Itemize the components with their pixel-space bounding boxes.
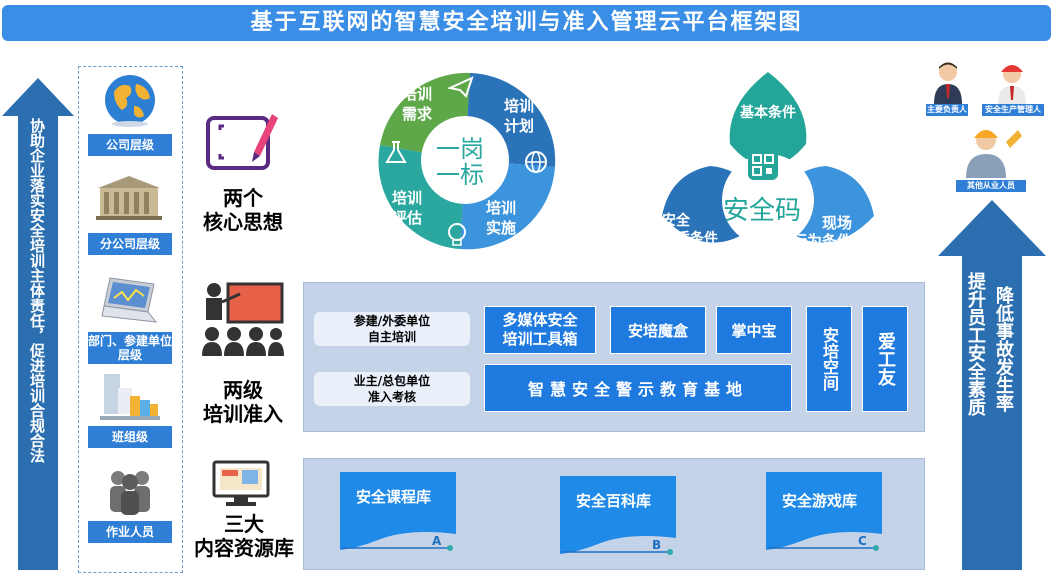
course-library-letter: A [432, 534, 442, 548]
cycle-plan-label: 培训 计划 [504, 96, 534, 136]
two-level-title: 两级 培训准入 [188, 378, 298, 426]
encyclopedia-library-card[interactable] [558, 474, 678, 558]
magic-box-button[interactable]: 安培魔盒 [610, 306, 706, 354]
petal-behavior-line2: 行为条件 [792, 232, 853, 250]
multimedia-toolbox-line2: 培训工具箱 [502, 330, 578, 348]
cycle-center-text: 一岗 一标 [430, 136, 490, 188]
level-column [78, 66, 183, 573]
self-training-box: 参建/外委单位 自主培训 [314, 312, 470, 346]
three-libraries-title: 三大 内容资源库 [186, 512, 302, 560]
petal-basic-conditions: 基本条件 [740, 105, 796, 121]
pocket-treasure-button[interactable]: 掌中宝 [716, 306, 792, 354]
level-label-team: 班组级 [88, 426, 172, 448]
safety-code-diagram [662, 72, 874, 246]
training-space-text: 安培空间 [820, 327, 839, 391]
game-library-letter: C [858, 534, 867, 548]
role-other-workers: 其他从业人员 [956, 180, 1026, 192]
classroom-icon [202, 282, 284, 356]
right-arrow-text-raise: 提升员工安全素质 [965, 272, 986, 416]
cycle-plan-line1: 培训 [504, 97, 535, 115]
role-main-leader: 主要负责人 [926, 104, 968, 116]
left-arrow-text: 协助企业落实安全培训主体责任，促进培训合规合法 [28, 118, 46, 463]
encyclopedia-library-name: 安全百科库 [576, 492, 652, 510]
manager-icon [934, 62, 962, 104]
level-label-department-text: 部门、参建单位层级 [88, 334, 173, 362]
role-safety-manager: 安全生产管理人员 [982, 104, 1044, 126]
cycle-evaluate-label: 培训 评估 [392, 188, 422, 228]
right-up-arrow [938, 200, 1046, 570]
multimedia-toolbox-line1: 多媒体安全 [502, 311, 578, 329]
petal-quality-line2: 素质条件 [662, 231, 718, 247]
training-space-button[interactable]: 安培空间 [806, 306, 852, 412]
bulb-icon [448, 223, 466, 246]
warning-education-base-button[interactable]: 智慧安全警示教育基地 [484, 364, 792, 412]
two-level-line1: 两级 [223, 378, 263, 402]
access-exam-line2: 准入考核 [367, 390, 416, 404]
cycle-evaluate-line1: 培训 [392, 189, 423, 207]
love-worker-text: 爱工友 [875, 332, 896, 386]
self-training-line1: 参建/外委单位 [353, 314, 431, 328]
petal-behavior-conditions: 现场 行为条件 [792, 214, 852, 250]
three-libraries-line1: 三大 [224, 512, 264, 536]
core-ideas-line1: 两个 [223, 186, 263, 210]
cycle-center-line1: 一岗 [436, 135, 484, 163]
level-label-department: 部门、参建单位层级 [88, 332, 172, 364]
multimedia-toolbox-button[interactable]: 多媒体安全 培训工具箱 [484, 306, 596, 354]
level-label-company: 公司层级 [88, 134, 172, 156]
left-up-arrow [2, 78, 74, 570]
laptop-icon [101, 277, 158, 323]
petal-behavior-line1: 现场 [822, 214, 853, 232]
encyclopedia-library-letter: B [652, 538, 662, 552]
page-title: 基于互联网的智慧安全培训与准入管理云平台框架图 [2, 5, 1051, 41]
pen-board-icon [206, 114, 278, 170]
globe-outline-icon [525, 151, 547, 173]
cycle-demand-line1: 培训 [402, 85, 433, 103]
cycle-center-line2: 一标 [436, 161, 484, 189]
cycle-plan-line2: 计划 [504, 117, 535, 135]
course-library-card[interactable] [338, 470, 458, 554]
level-label-branch: 分公司层级 [88, 233, 172, 255]
petal-quality-line1: 安全 [662, 213, 690, 229]
building-icon [96, 176, 162, 220]
training-cycle-diagram [378, 72, 556, 250]
worker-icon [966, 130, 1022, 178]
self-training-line2: 自主培训 [367, 330, 416, 344]
flask-icon [385, 141, 407, 163]
level-label-worker: 作业人员 [88, 521, 172, 543]
cycle-implement-line1: 培训 [486, 199, 517, 217]
chart-blocks-icon [100, 374, 160, 420]
people-icon [110, 471, 150, 515]
game-library-card[interactable] [764, 470, 884, 554]
cycle-demand-line2: 需求 [402, 105, 433, 123]
safety-manager-icon [998, 65, 1026, 104]
three-libraries-line2: 内容资源库 [194, 536, 294, 560]
globe-icon [105, 75, 155, 127]
two-level-line2: 培训准入 [203, 402, 283, 426]
cycle-implement-label: 培训 实施 [486, 198, 516, 238]
core-ideas-line2: 核心思想 [203, 210, 283, 234]
monitor-icon [212, 460, 270, 506]
qr-code-icon [748, 150, 778, 180]
safety-code-center: 安全码 [722, 196, 801, 226]
love-worker-button[interactable]: 爱工友 [862, 306, 908, 412]
cycle-demand-label: 培训 需求 [402, 84, 432, 124]
petal-quality-conditions: 安全 素质条件 [662, 212, 718, 248]
game-library-name: 安全游戏库 [782, 492, 858, 510]
course-library-name: 安全课程库 [356, 488, 432, 506]
right-arrow-text-reduce: 降低事故发生率 [993, 286, 1014, 412]
access-exam-box: 业主/总包单位 准入考核 [314, 372, 470, 406]
cycle-implement-line2: 实施 [486, 219, 517, 237]
paper-plane-icon [448, 76, 474, 98]
cycle-evaluate-line2: 评估 [392, 209, 423, 227]
access-exam-line1: 业主/总包单位 [353, 374, 431, 388]
core-ideas-title: 两个 核心思想 [188, 186, 298, 234]
